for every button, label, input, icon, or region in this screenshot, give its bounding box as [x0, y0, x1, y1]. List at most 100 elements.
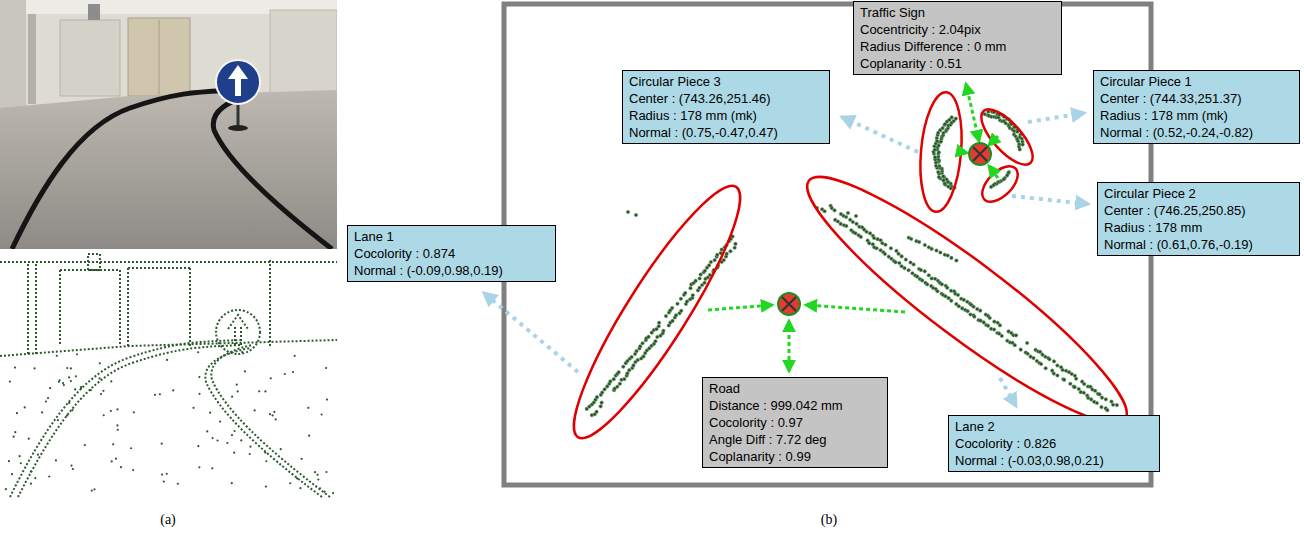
- cabinet: [128, 18, 190, 96]
- noise-point: [34, 477, 36, 479]
- noise-point: [323, 491, 325, 493]
- noise-point: [240, 439, 242, 441]
- point: [1052, 372, 1056, 376]
- point: [1013, 343, 1017, 347]
- noise-point: [264, 390, 266, 392]
- noise-point: [110, 410, 112, 412]
- noise-point: [264, 451, 266, 453]
- noise-point: [14, 366, 16, 368]
- noise-point: [308, 435, 310, 437]
- lane-box: Lane 2Cocolority : 0.826Normal : (-0.03,…: [948, 415, 1160, 472]
- point: [1044, 366, 1048, 370]
- point: [973, 315, 977, 319]
- noise-point: [319, 487, 321, 489]
- noise-point: [192, 407, 194, 409]
- noise-point: [159, 393, 161, 395]
- noise-point: [234, 430, 236, 432]
- point: [1019, 348, 1023, 352]
- point: [1074, 377, 1078, 381]
- point: [950, 256, 954, 260]
- center-marker: [778, 143, 991, 315]
- point: [933, 148, 937, 152]
- noise-point: [102, 390, 104, 392]
- noise-point: [296, 477, 298, 479]
- noise-point: [219, 420, 221, 422]
- center-marker: [778, 293, 800, 315]
- point: [1025, 341, 1029, 345]
- box-value: Angle Diff : 7.72 deg: [709, 431, 881, 448]
- box-value: Normal : (0.52,-0.24,-0.82): [1100, 124, 1293, 141]
- point: [671, 319, 675, 323]
- noise-point: [115, 458, 117, 460]
- wall-panel: [270, 10, 337, 98]
- noise-point: [58, 381, 60, 383]
- point: [657, 321, 661, 325]
- door: [60, 20, 120, 96]
- point: [621, 365, 625, 369]
- edge-line: [0, 261, 337, 263]
- noise-point: [56, 355, 58, 357]
- wall-device: [88, 4, 100, 20]
- noise-point: [197, 445, 199, 447]
- point: [1098, 393, 1102, 397]
- noise-point: [19, 455, 21, 457]
- piece-box: Circular Piece 3Center : (743.26,251.46)…: [622, 70, 830, 144]
- noise-point: [49, 387, 51, 389]
- point: [1095, 401, 1099, 405]
- box-value: Distance : 999.042 mm: [709, 397, 881, 414]
- noise-point: [24, 406, 26, 408]
- noise-point: [30, 471, 32, 473]
- door-frame: [28, 14, 36, 104]
- box-value: Coplanarity : 0.51: [860, 55, 1055, 72]
- point: [851, 220, 855, 224]
- noise-point: [316, 474, 318, 476]
- point: [846, 211, 850, 215]
- noise-point: [8, 460, 10, 462]
- noise-point: [74, 388, 76, 390]
- piece-box: Circular Piece 2Center : (746.25,250.85)…: [1097, 182, 1300, 256]
- green-arrow: [966, 84, 979, 141]
- point: [636, 358, 640, 362]
- lane-box: Lane 1Cocolority : 0.874Normal : (-0.09,…: [347, 225, 556, 282]
- noise-point: [273, 411, 275, 413]
- point: [1082, 382, 1086, 386]
- noise-point: [237, 390, 239, 392]
- point: [703, 281, 707, 285]
- point: [642, 355, 646, 359]
- box-value: Center : (744.33,251.37): [1100, 90, 1293, 107]
- point: [612, 377, 616, 381]
- point: [1018, 148, 1022, 152]
- box-value: Radius : 178 mm: [1104, 219, 1293, 236]
- point: [930, 277, 934, 281]
- point: [988, 316, 992, 320]
- noise-point: [289, 482, 291, 484]
- noise-point: [70, 367, 72, 369]
- panel-label: (a): [160, 512, 176, 528]
- point: [734, 242, 738, 246]
- point: [923, 243, 927, 247]
- noise-point: [325, 471, 327, 473]
- box-value: Radius : 178 mm (mk): [629, 107, 823, 124]
- point: [894, 261, 898, 265]
- point: [600, 391, 604, 395]
- noise-point: [66, 367, 68, 369]
- noise-point: [284, 373, 286, 375]
- noise-point: [11, 473, 13, 475]
- point: [907, 268, 911, 272]
- noise-point: [34, 367, 36, 369]
- noise-point: [177, 483, 179, 485]
- point: [654, 339, 658, 343]
- noise-point: [231, 482, 233, 484]
- point: [707, 264, 711, 268]
- edge-sign-arrow: [228, 315, 248, 346]
- noise-point: [30, 483, 32, 485]
- point: [992, 328, 996, 332]
- point: [923, 270, 927, 274]
- leader-arrows: [484, 113, 1088, 406]
- noise-point: [28, 352, 30, 354]
- noise-point: [270, 377, 272, 379]
- noise-point: [98, 377, 100, 379]
- point: [927, 273, 931, 277]
- noise-point: [231, 396, 233, 398]
- noise-point: [45, 400, 47, 402]
